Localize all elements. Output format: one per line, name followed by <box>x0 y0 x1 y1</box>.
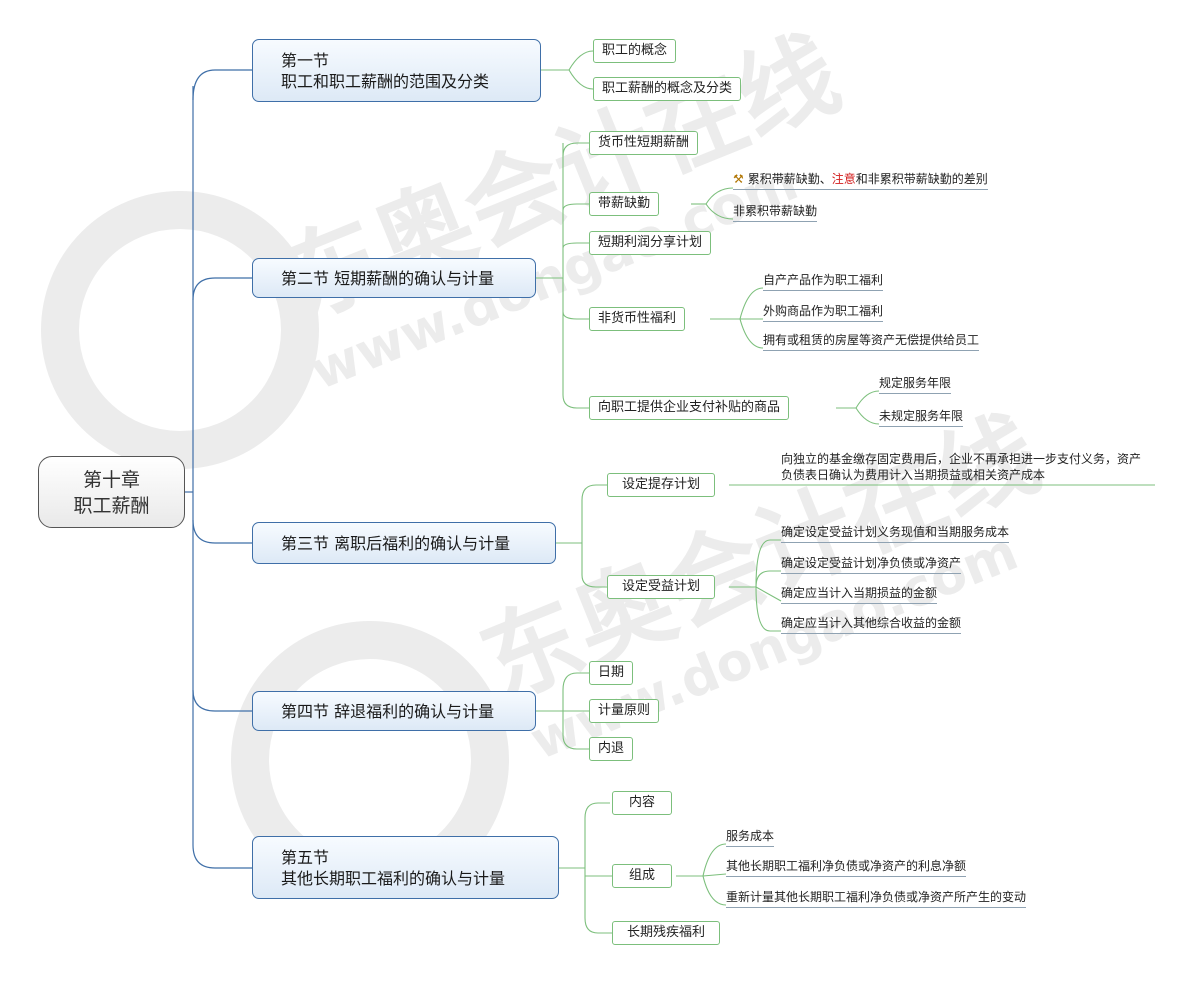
section-1-number: 第一节 <box>281 50 330 70</box>
gavel-icon: ⚒ <box>733 172 744 186</box>
s2-item-subsidized-goods[interactable]: 向职工提供企业支付补贴的商品 <box>589 396 790 420</box>
highlight-text: 注意 <box>831 172 856 186</box>
s2-leaf-no-service-term[interactable]: 未规定服务年限 <box>879 408 964 427</box>
s3-leaf-net-liability[interactable]: 确定设定受益计划净负债或净资产 <box>781 555 962 574</box>
section-5-node[interactable]: 第五节 其他长期职工福利的确认与计量 <box>252 836 559 899</box>
s5-leaf-service-cost[interactable]: 服务成本 <box>726 828 775 847</box>
s3-leaf-obligation-pv[interactable]: 确定设定受益计划义务现值和当期服务成本 <box>781 524 1010 543</box>
s2-leaf-non-accumulated-absence[interactable]: 非累积带薪缺勤 <box>733 203 818 222</box>
s1-item-compensation-concept[interactable]: 职工薪酬的概念及分类 <box>593 77 742 101</box>
s1-item-employee-concept[interactable]: 职工的概念 <box>593 39 677 63</box>
s2-leaf-purchased-goods[interactable]: 外购商品作为职工福利 <box>763 303 884 322</box>
section-2-node[interactable]: 第二节 短期薪酬的确认与计量 <box>252 258 536 298</box>
section-4-node[interactable]: 第四节 辞退福利的确认与计量 <box>252 691 536 731</box>
section-3-node[interactable]: 第三节 离职后福利的确认与计量 <box>252 522 556 564</box>
s2-item-monetary[interactable]: 货币性短期薪酬 <box>589 131 699 155</box>
s5-item-disability-benefit[interactable]: 长期残疾福利 <box>612 921 721 945</box>
s3-leaf-profit-loss[interactable]: 确定应当计入当期损益的金额 <box>781 585 938 604</box>
s2-leaf-accumulated-absence[interactable]: ⚒累积带薪缺勤、注意和非累积带薪缺勤的差别 <box>733 171 988 190</box>
root-node[interactable]: 第十章 职工薪酬 <box>38 456 185 528</box>
s5-item-content[interactable]: 内容 <box>612 791 673 815</box>
section-1-node[interactable]: 第一节 职工和职工薪酬的范围及分类 <box>252 39 541 102</box>
section-3-title: 第三节 离职后福利的确认与计量 <box>281 533 511 553</box>
s2-item-profit-sharing[interactable]: 短期利润分享计划 <box>589 231 712 255</box>
s2-leaf-self-made-products[interactable]: 自产产品作为职工福利 <box>763 272 884 291</box>
root-title: 第十章 <box>82 469 140 491</box>
s4-item-date[interactable]: 日期 <box>589 661 634 685</box>
s4-item-internal-retirement[interactable]: 内退 <box>589 737 634 761</box>
s5-item-composition[interactable]: 组成 <box>612 864 673 888</box>
s4-item-measurement[interactable]: 计量原则 <box>589 699 660 723</box>
leaf-text: 累积带薪缺勤、 <box>747 172 832 186</box>
section-5-title: 其他长期职工福利的确认与计量 <box>281 868 506 888</box>
section-1-title: 职工和职工薪酬的范围及分类 <box>281 71 490 91</box>
s2-leaf-housing-assets[interactable]: 拥有或租赁的房屋等资产无偿提供给员工 <box>763 332 980 351</box>
s3-leaf-contribution-desc[interactable]: 向独立的基金缴存固定费用后，企业不再承担进一步支付义务，资产负债表日确认为费用计… <box>781 452 1142 482</box>
s5-leaf-net-interest[interactable]: 其他长期职工福利净负债或净资产的利息净额 <box>726 858 967 877</box>
section-5-number: 第五节 <box>281 847 330 867</box>
s3-leaf-oci[interactable]: 确定应当计入其他综合收益的金额 <box>781 615 962 634</box>
s3-item-defined-benefit[interactable]: 设定受益计划 <box>607 575 716 599</box>
s2-leaf-service-term[interactable]: 规定服务年限 <box>879 375 952 394</box>
s2-item-paid-absence[interactable]: 带薪缺勤 <box>589 192 660 216</box>
s3-item-defined-contribution[interactable]: 设定提存计划 <box>607 473 716 497</box>
s2-item-non-monetary[interactable]: 非货币性福利 <box>589 307 686 331</box>
section-4-title: 第四节 辞退福利的确认与计量 <box>281 701 495 721</box>
s5-leaf-remeasurement[interactable]: 重新计量其他长期职工福利净负债或净资产所产生的变动 <box>726 889 1027 908</box>
leaf-text: 和非累积带薪缺勤的差别 <box>855 172 988 186</box>
section-2-title: 第二节 短期薪酬的确认与计量 <box>281 268 495 288</box>
root-subtitle: 职工薪酬 <box>73 495 150 517</box>
